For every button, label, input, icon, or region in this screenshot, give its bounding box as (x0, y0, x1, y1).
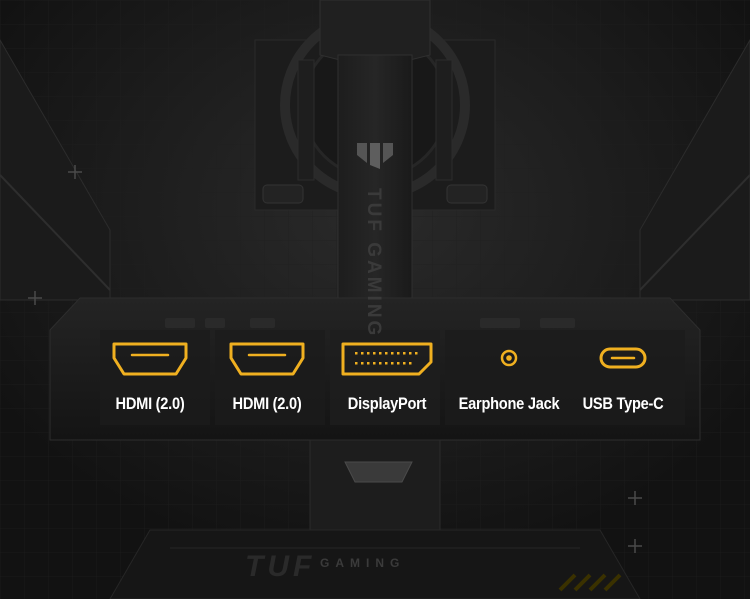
port-displayport: DisplayPort (327, 330, 447, 430)
port-label: USB Type-C (582, 394, 664, 413)
tuf-logo-icon (357, 143, 393, 169)
port-usb-c: USB Type-C (563, 330, 683, 430)
port-hdmi-1: HDMI (2.0) (90, 330, 210, 430)
displayport-icon (341, 342, 433, 376)
port-label: HDMI (2.0) (232, 394, 302, 413)
base-subtitle-text: GAMING (320, 556, 406, 570)
port-label: DisplayPort (347, 394, 427, 413)
port-label: Earphone Jack (458, 394, 560, 413)
port-hdmi-2: HDMI (2.0) (207, 330, 327, 430)
usb-c-port-icon (599, 347, 647, 369)
port-label: HDMI (2.0) (115, 394, 185, 413)
hdmi-port-icon (112, 342, 188, 376)
hdmi-port-icon (229, 342, 305, 376)
stand-brand-text: TUF GAMING (363, 188, 384, 339)
base-logo-text: TUF (245, 550, 316, 583)
port-earphone-jack: Earphone Jack (449, 330, 569, 430)
earphone-jack-icon (500, 349, 518, 367)
